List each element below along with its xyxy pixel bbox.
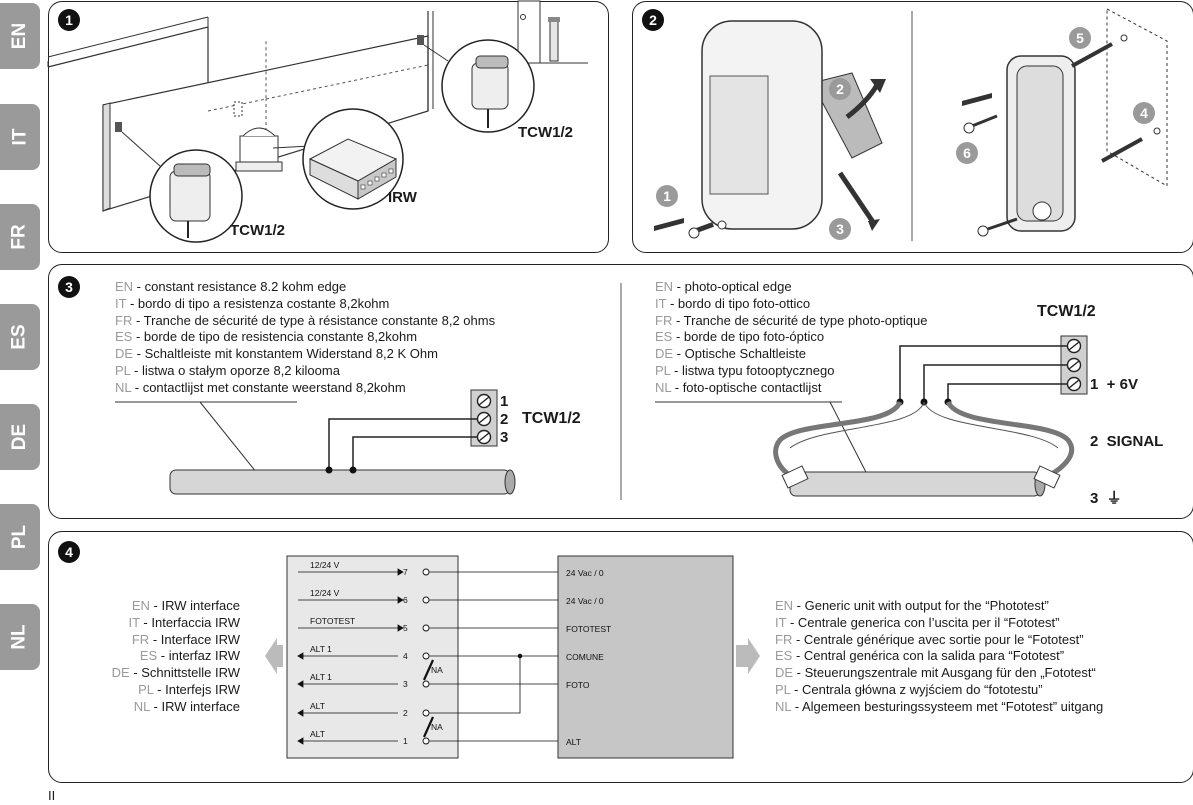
desc-line: FR - Tranche de sécurité de type à résis… bbox=[115, 312, 496, 328]
panel-1-number: 1 bbox=[58, 9, 80, 31]
unit-terminal-label: FOTO bbox=[566, 680, 590, 690]
tab-it: IT bbox=[0, 104, 40, 170]
panel-3-number: 3 bbox=[58, 276, 80, 298]
tab-en: EN bbox=[0, 3, 40, 69]
tcw-label-resistive: TCW1/2 bbox=[522, 410, 581, 427]
irw-pin-number: 5 bbox=[403, 623, 408, 633]
irw-label: IRW bbox=[388, 189, 417, 206]
terminal-label: 2 SIGNAL bbox=[1090, 433, 1164, 450]
resistive-edge-descriptions: EN - constant resistance 8.2 kohm edge I… bbox=[115, 279, 495, 397]
step-4: 4 bbox=[1140, 105, 1148, 121]
contact-na-label: NA bbox=[431, 722, 443, 732]
irw-pin-number: 1 bbox=[403, 736, 408, 746]
desc-line: EN - IRW interface bbox=[131, 598, 240, 613]
desc-line: PL - Interfejs IRW bbox=[138, 681, 240, 697]
desc-line: EN - constant resistance 8.2 kohm edge bbox=[115, 279, 347, 294]
desc-line: NL - IRW interface bbox=[133, 698, 240, 714]
irw-pin-number: 3 bbox=[403, 679, 408, 689]
desc-line: DE - Optische Schaltleiste bbox=[655, 346, 807, 362]
desc-line: ES - borde de tipo de resistencia consta… bbox=[115, 329, 418, 345]
tcw-label-right: TCW1/2 bbox=[518, 124, 574, 141]
terminal-label: 1 bbox=[500, 393, 509, 410]
photo-edge-descriptions: EN - photo-optical edge IT - bordo di ti… bbox=[655, 279, 927, 397]
step-6: 6 bbox=[963, 145, 971, 161]
irw-pin-number: 6 bbox=[403, 595, 408, 605]
panel-2-illustration: 1 2 3 5 4 6 bbox=[654, 8, 1168, 241]
desc-line: PL - listwa o stałym oporze 8,2 kilooma bbox=[115, 362, 340, 378]
step-5: 5 bbox=[1076, 30, 1084, 46]
desc-line: ES - interfaz IRW bbox=[139, 648, 240, 664]
desc-line: IT - Interfaccia IRW bbox=[128, 614, 240, 630]
desc-line: EN - Generic unit with output for the “P… bbox=[775, 598, 1049, 613]
terminal-label: 2 bbox=[500, 411, 509, 428]
tab-fr: FR bbox=[0, 204, 40, 270]
terminal-label: 1 + 6V bbox=[1090, 376, 1138, 393]
tab-es: ES bbox=[0, 304, 40, 370]
step-3: 3 bbox=[836, 221, 844, 237]
unit-terminal-label: ALT bbox=[566, 737, 581, 747]
tab-nl: NL bbox=[0, 604, 40, 670]
unit-terminal-label: 24 Vac / 0 bbox=[566, 596, 604, 606]
control-unit-descriptions: EN - Generic unit with output for the “P… bbox=[775, 598, 1103, 716]
desc-line: DE - Schaltleiste mit konstantem Widerst… bbox=[115, 346, 438, 362]
step-2: 2 bbox=[836, 81, 844, 97]
tab-de: DE bbox=[0, 404, 40, 470]
unit-terminal-label: COMUNE bbox=[566, 652, 604, 662]
irw-interface-descriptions: EN - IRW interface IT - Interfaccia IRW … bbox=[100, 598, 240, 716]
desc-line: NL - contactlijst met constante weerstan… bbox=[115, 379, 406, 395]
irw-pin-number: 4 bbox=[403, 651, 408, 661]
irw-input-label: ALT 1 bbox=[310, 644, 332, 654]
irw-input-label: ALT bbox=[310, 701, 325, 711]
contact-na-label: NA bbox=[431, 665, 443, 675]
desc-line: IT - bordo di tipo foto-ottico bbox=[655, 295, 811, 311]
desc-line: DE - Steuerungszentrale mit Ausgang für … bbox=[775, 665, 1096, 681]
irw-input-label: 12/24 V bbox=[310, 560, 340, 570]
desc-line: FR - Tranche de sécurité de type photo-o… bbox=[655, 312, 928, 328]
irw-pin-number: 2 bbox=[403, 708, 408, 718]
irw-input-label: ALT bbox=[310, 729, 325, 739]
panel-1-illustration bbox=[47, 0, 588, 243]
desc-line: EN - photo-optical edge bbox=[655, 279, 792, 294]
irw-input-label: FOTOTEST bbox=[310, 616, 355, 626]
desc-line: PL - Centrala główna z wyjściem do “foto… bbox=[775, 681, 1043, 697]
desc-line: DE - Schnittstelle IRW bbox=[111, 665, 240, 681]
tcw-label-left: TCW1/2 bbox=[230, 222, 286, 239]
page-number: II bbox=[48, 788, 56, 803]
panel-4-number: 4 bbox=[58, 541, 80, 563]
unit-terminal-label: FOTOTEST bbox=[566, 624, 611, 634]
terminal-label: 3 ⏚ bbox=[1090, 490, 1122, 507]
desc-line: FR - Centrale générique avec sortie pour… bbox=[775, 631, 1084, 647]
terminal-label: 3 bbox=[500, 429, 509, 446]
irw-input-label: ALT 1 bbox=[310, 672, 332, 682]
desc-line: PL - listwa typu fotooptycznego bbox=[655, 362, 835, 378]
left-terminal-labels: 1 2 3 bbox=[500, 393, 508, 447]
desc-line: ES - borde de tipo foto-óptico bbox=[655, 329, 825, 345]
desc-line: ES - Central genérica con la salida para… bbox=[775, 648, 1065, 664]
desc-line: NL - foto-optische contactlijst bbox=[655, 379, 822, 395]
panel-2-number: 2 bbox=[642, 9, 664, 31]
tab-pl: PL bbox=[0, 504, 40, 570]
desc-line: FR - Interface IRW bbox=[131, 631, 240, 647]
unit-terminal-label: 24 Vac / 0 bbox=[566, 568, 604, 578]
step-1: 1 bbox=[663, 188, 671, 204]
right-terminal-labels: 1 + 6V 2 SIGNAL 3 ⏚ bbox=[1090, 337, 1163, 527]
desc-line: IT - bordo di tipo a resistenza costante… bbox=[115, 295, 390, 311]
tcw-label-photo: TCW1/2 bbox=[1037, 303, 1096, 320]
desc-line: NL - Algemeen besturingssysteem met “Fot… bbox=[775, 698, 1104, 714]
desc-line: IT - Centrale generica con l’uscita per … bbox=[775, 614, 1060, 630]
irw-pin-number: 7 bbox=[403, 567, 408, 577]
irw-input-label: 12/24 V bbox=[310, 588, 340, 598]
